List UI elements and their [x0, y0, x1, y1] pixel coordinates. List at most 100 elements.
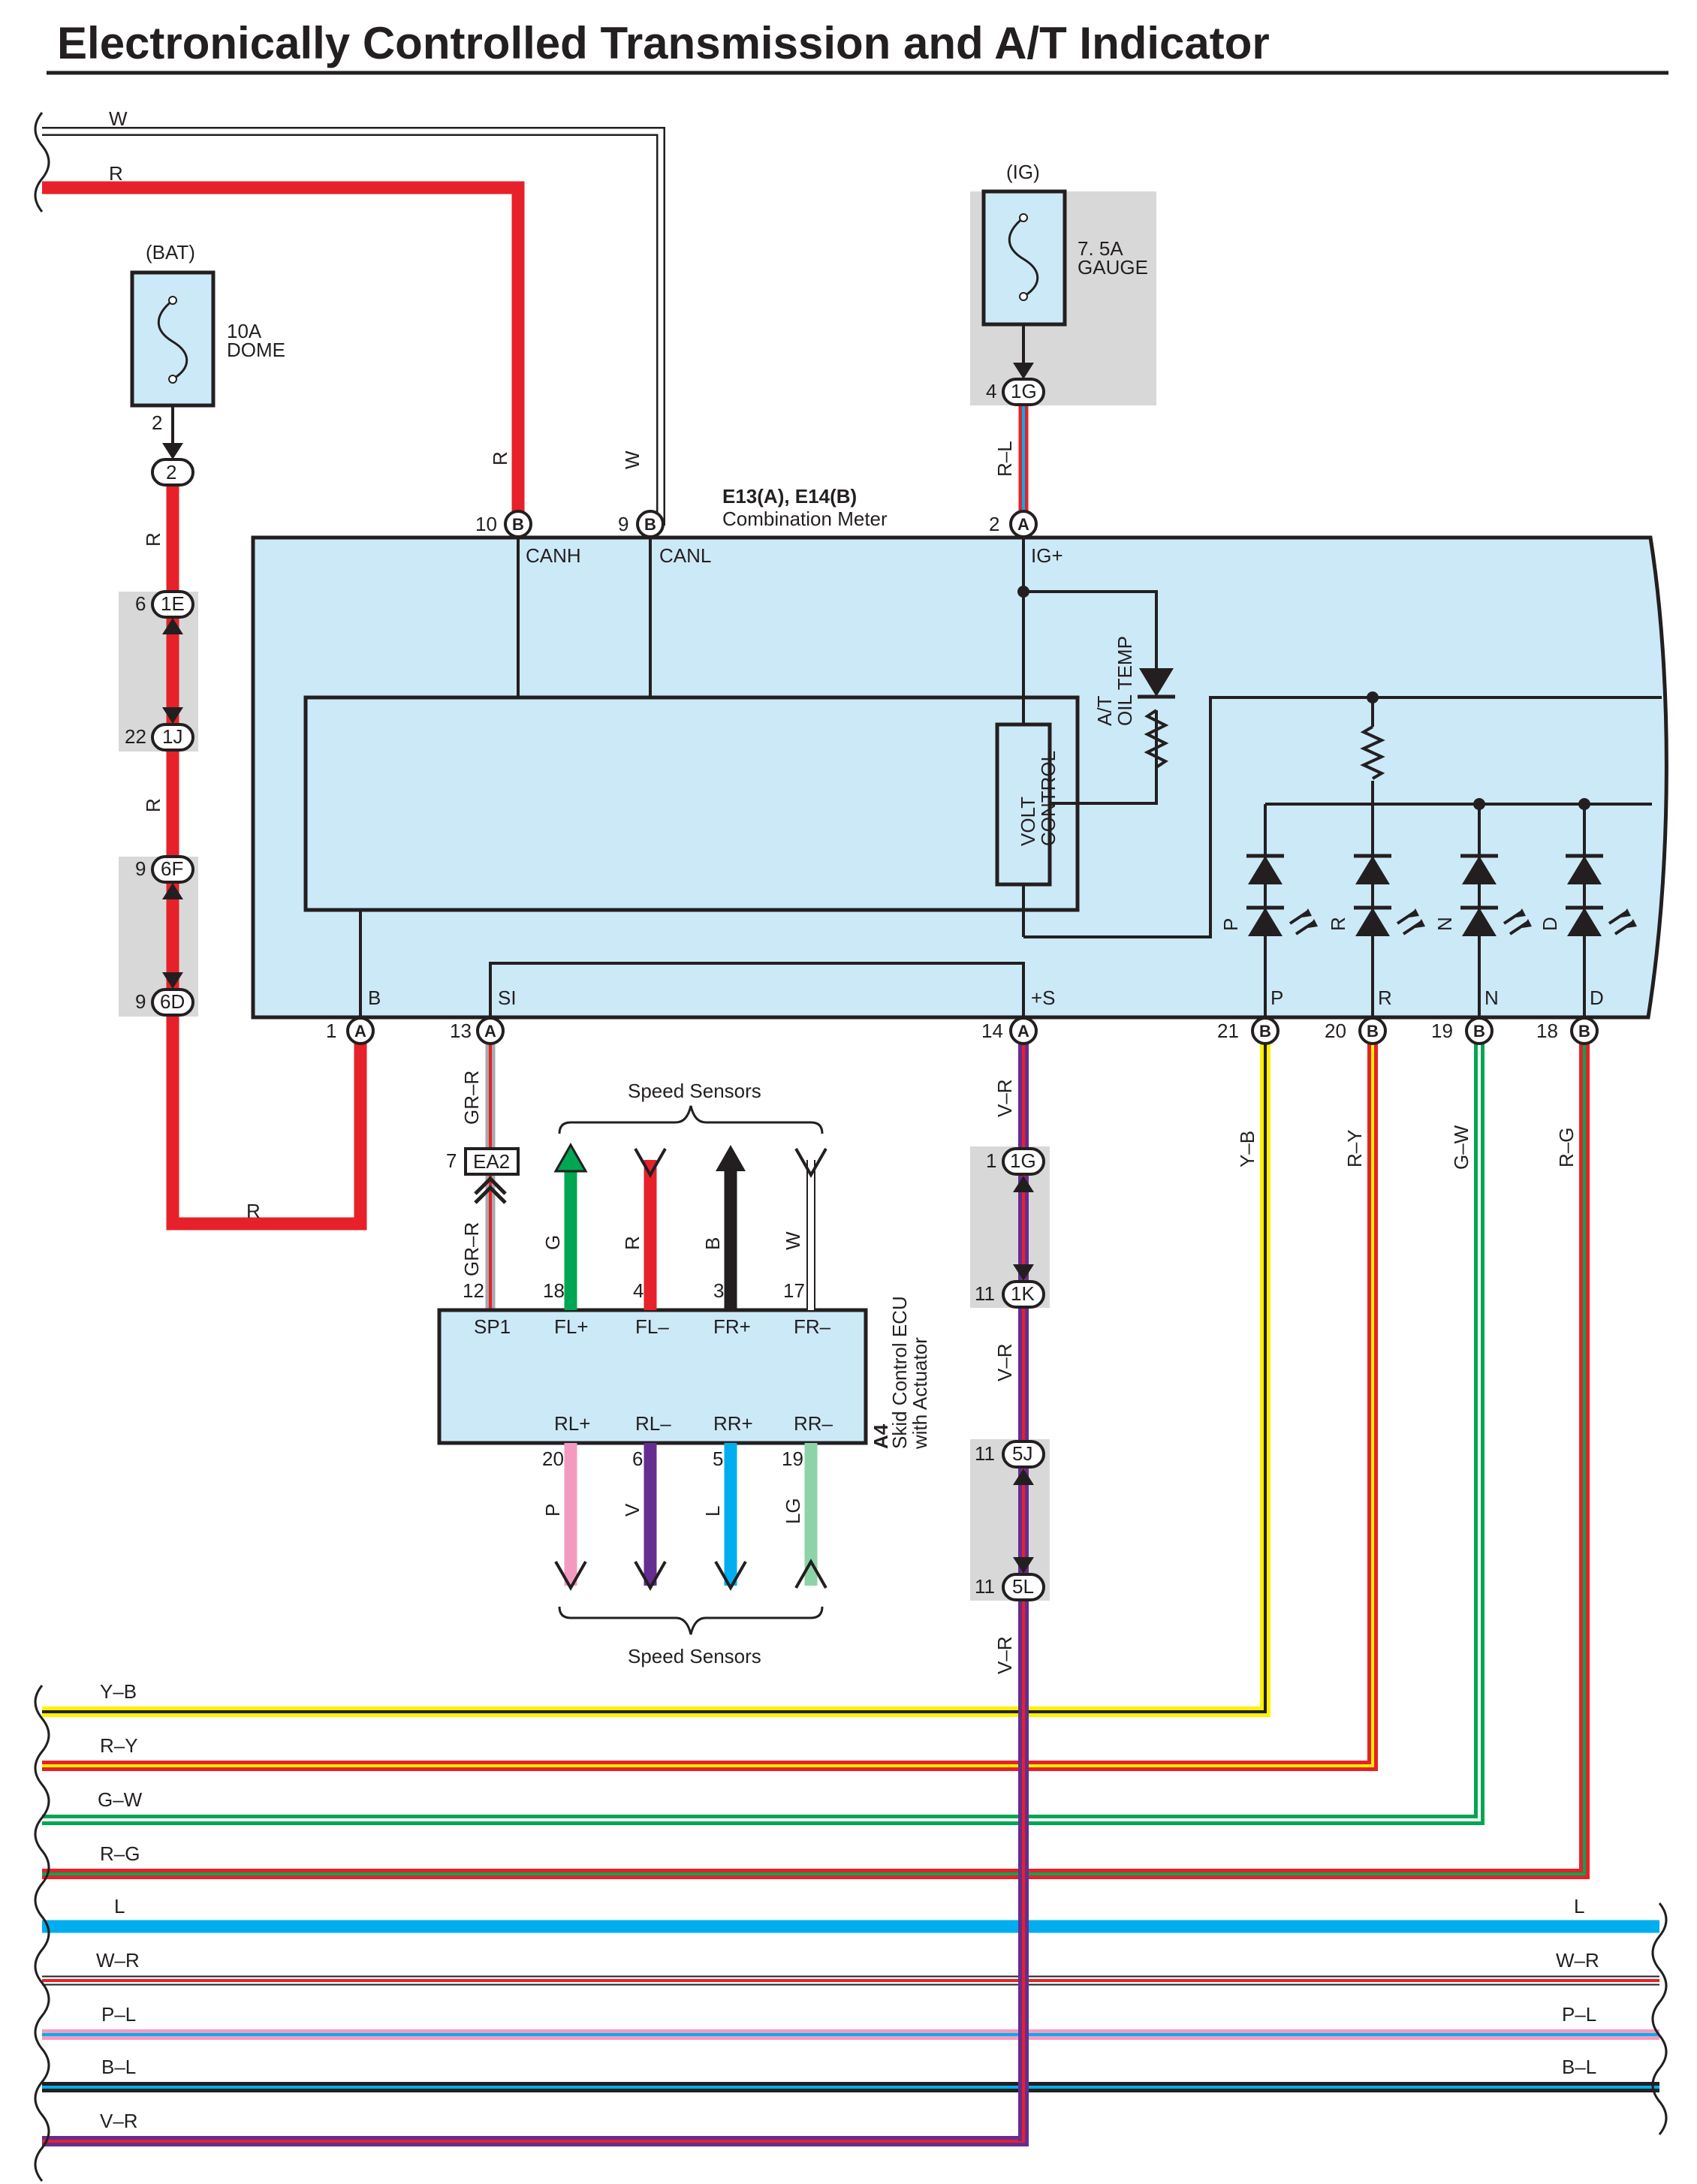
pin-meter-ig: 2 [989, 513, 999, 535]
bus-label-left: L [114, 1895, 125, 1917]
ecu-pin-rl-minus: 6 [632, 1447, 643, 1470]
pin-c1k: 11 [975, 1282, 995, 1305]
arrow-rr-plus-icon [714, 1561, 747, 1592]
conn-meter-r: B [1367, 1022, 1379, 1041]
led-r-icon [1354, 905, 1425, 936]
label-wire-w-canl: W [621, 450, 644, 469]
wire-yb [42, 1044, 1270, 1717]
label-wire-v: V [621, 1503, 644, 1517]
meter-connector-label: E13(A), E14(B) [722, 485, 857, 508]
label-wire-grr-2: GR–R [460, 1222, 483, 1276]
speed-sensors-bottom: Speed Sensors [628, 1645, 761, 1667]
indicator-diodes [1246, 854, 1603, 884]
term-p: P [1270, 987, 1283, 1009]
conn-c6d: 6D [160, 990, 185, 1013]
fuse-dome-name: DOME [227, 339, 285, 361]
conn-meter-p: B [1259, 1022, 1271, 1041]
pin-meter-b: 1 [326, 1020, 336, 1042]
bus-label-right: W–R [1556, 1949, 1599, 1972]
conn-c1g-top: 1G [1011, 380, 1037, 402]
label-wire-g: G [541, 1235, 564, 1250]
conn-c1j: 1J [162, 725, 182, 748]
diode-r-icon [1354, 854, 1391, 884]
wire-r-top [42, 181, 525, 526]
pin-dome-out: 2 [152, 411, 162, 434]
ecu-pin-fl-plus: 18 [543, 1279, 565, 1302]
ecu-name-line1: Skid Control ECU [888, 1296, 911, 1449]
ecu-code: A4 [870, 1423, 892, 1449]
led-label-n: N [1433, 917, 1456, 931]
led-p-icon [1246, 905, 1318, 936]
conn-c6f: 6F [161, 857, 183, 880]
fuse-dome [130, 270, 216, 459]
conn-c5j: 5J [1012, 1442, 1032, 1465]
label-wire-vr-1: V–R [993, 1079, 1016, 1117]
ecu-term-fl-plus: FL+ [554, 1315, 589, 1338]
label-wire-r-fl: R [621, 1236, 644, 1250]
bus-label-left: G–W [98, 1788, 143, 1811]
conn-c1k: 1K [1011, 1282, 1035, 1305]
arrow-fl-minus-icon [634, 1148, 667, 1179]
ecu-pin-rl-plus: 20 [542, 1447, 564, 1470]
ecu-pin-fr-minus: 17 [783, 1279, 805, 1302]
ecu-term-rl-minus: RL– [635, 1412, 671, 1435]
pin-meter-n: 19 [1431, 1020, 1453, 1042]
conn-ea2: EA2 [473, 1150, 510, 1173]
oil-temp-line1: A/T [1093, 695, 1116, 726]
ecu-term-rr-plus: RR+ [713, 1412, 753, 1435]
label-wire-rl: R–L [993, 441, 1016, 477]
bus-label-right: P–L [1562, 2003, 1596, 2026]
meter-name: Combination Meter [722, 508, 888, 530]
label-wire-p: P [541, 1504, 564, 1517]
label-wire-yb-v: Y–B [1236, 1131, 1258, 1167]
pin-meter-p: 21 [1217, 1020, 1239, 1042]
conn-meter-ig: A [1017, 515, 1029, 534]
wire-w-top [42, 127, 665, 526]
wire-gw [42, 1044, 1484, 1825]
pin-meter-canl: 9 [618, 513, 628, 535]
led-d-icon [1566, 905, 1637, 936]
pin-meter-si: 13 [450, 1020, 472, 1042]
bus-label-left: W–R [96, 1949, 140, 1972]
label-wire-w-fr: W [782, 1231, 804, 1250]
label-wire-r-bottom: R [246, 1200, 261, 1222]
pin-c1j: 22 [125, 725, 146, 748]
fuse-dome-rating: 10A [227, 320, 262, 342]
skid-control-ecu-box [437, 1308, 868, 1445]
label-wire-vr-2: V–R [993, 1343, 1016, 1381]
ecu-pin-fl-minus: 4 [633, 1279, 644, 1302]
bus-label-left: R–Y [100, 1734, 138, 1757]
bus-label-left: B–L [101, 2056, 136, 2078]
wire-rg [42, 1044, 1590, 1879]
led-label-d: D [1539, 917, 1561, 931]
ecu-pin-fr-plus: 3 [713, 1279, 724, 1302]
fuse-gauge-source: (IG) [1006, 161, 1040, 183]
indicator-leds [1246, 905, 1637, 936]
bus-label-left: Y–B [100, 1680, 137, 1703]
fuse-gauge-name: GAUGE [1078, 256, 1148, 279]
ecu-term-fr-minus: FR– [794, 1315, 831, 1338]
pin-meter-canh: 10 [475, 513, 497, 535]
arrow-rr-minus-icon [794, 1558, 827, 1589]
label-wire-b: B [701, 1237, 724, 1250]
led-label-r: R [1327, 917, 1349, 931]
meter-terminal-circles [346, 510, 1599, 1045]
pin-c6d: 9 [135, 990, 146, 1013]
label-wire-r-2: R [142, 798, 164, 812]
brace-top [558, 1105, 824, 1134]
bus-label-left: R–G [100, 1842, 140, 1865]
ecu-term-fr-plus: FR+ [713, 1315, 751, 1338]
ecu-pin-rr-minus: 19 [782, 1447, 803, 1470]
conn-c1g-mid: 1G [1010, 1149, 1036, 1172]
bus-label-left: P–L [101, 2003, 136, 2026]
wire-r-dome [166, 484, 367, 1231]
conn-meter-d: B [1578, 1022, 1590, 1041]
diode-p-icon [1246, 854, 1284, 884]
term-d: D [1590, 987, 1604, 1009]
label-wire-lg: LG [782, 1498, 804, 1524]
term-si: SI [498, 987, 517, 1009]
pin-c1g-mid: 1 [986, 1149, 996, 1172]
term-s: +S [1031, 987, 1056, 1009]
pin-meter-s: 14 [981, 1020, 1003, 1042]
